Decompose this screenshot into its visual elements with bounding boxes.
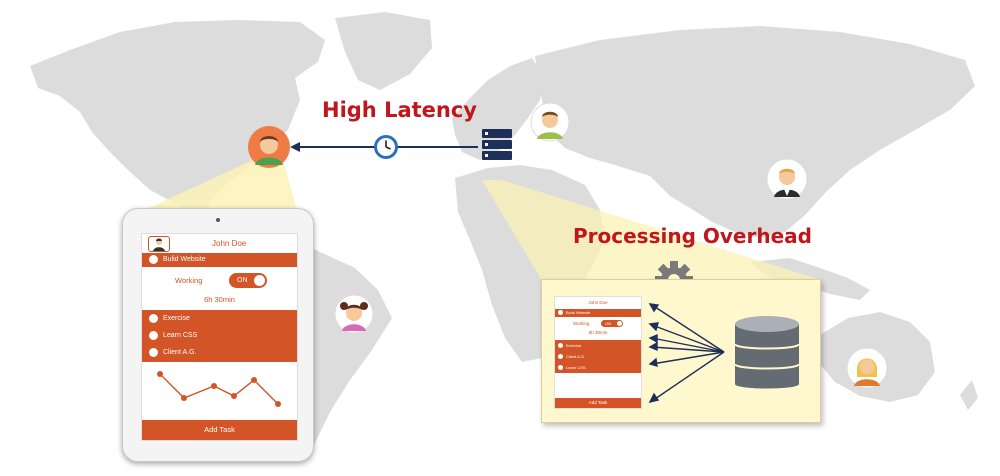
tablet-camera xyxy=(216,218,220,222)
duration-value: 6h 30min xyxy=(588,330,608,335)
user-name: John Doe xyxy=(588,300,608,305)
task-row[interactable]: Build Website xyxy=(555,309,641,317)
tablet-device: John Doe Bulid Website Working ON 6h 30m… xyxy=(122,208,314,462)
toggle-label: ON xyxy=(605,321,611,326)
task-label: Build Website xyxy=(566,310,591,315)
user-avatar xyxy=(148,236,170,252)
task-row[interactable]: Client A.G. xyxy=(142,344,297,361)
task-label: Learn CSS xyxy=(566,365,586,370)
task-row[interactable]: Client A.G. xyxy=(555,351,641,362)
working-label: Working xyxy=(573,321,590,326)
task-row[interactable]: Bulid Website xyxy=(142,253,297,267)
task-label: Client A.G. xyxy=(163,349,197,356)
task-label: Exercise xyxy=(163,315,190,322)
processing-panel: John Doe Build Website Working ON 6h 30m… xyxy=(541,279,821,423)
working-toggle[interactable]: ON xyxy=(229,273,267,288)
toggle-label: ON xyxy=(237,277,248,284)
avatar-icon xyxy=(530,102,570,142)
task-checkbox[interactable] xyxy=(558,310,563,316)
task-checkbox[interactable] xyxy=(149,347,158,357)
add-task-label: Add Task xyxy=(588,400,608,405)
task-row[interactable]: Exercise xyxy=(142,310,297,327)
database-icon xyxy=(734,316,800,389)
task-row[interactable]: Learn CSS xyxy=(555,362,641,373)
duration-value: 6h 30min xyxy=(204,295,235,304)
avatar-icon xyxy=(846,347,888,389)
task-label: Learn CSS xyxy=(163,332,198,339)
task-label: Bulid Website xyxy=(163,256,206,263)
user-name: John Doe xyxy=(212,239,247,248)
avatar-icon xyxy=(334,294,374,334)
task-checkbox[interactable] xyxy=(149,254,158,264)
request-arrows xyxy=(648,303,725,404)
task-row[interactable]: Learn CSS xyxy=(142,327,297,344)
task-checkbox[interactable] xyxy=(149,330,158,340)
clock-icon xyxy=(374,135,398,159)
task-label: Client A.G. xyxy=(566,354,586,359)
duration-row: 6h 30min xyxy=(142,293,297,307)
add-task-button[interactable]: Add Task xyxy=(555,398,641,408)
duration-row: 6h 30min xyxy=(555,329,641,337)
add-task-label: Add Task xyxy=(204,425,235,434)
add-task-button[interactable]: Add Task xyxy=(142,420,297,440)
sparkline-chart xyxy=(157,371,281,407)
task-label: Exercise xyxy=(566,343,582,348)
task-checkbox[interactable] xyxy=(558,365,563,371)
server-icon xyxy=(482,129,512,160)
user-icon xyxy=(153,238,165,251)
working-label: Working xyxy=(175,276,203,285)
app-header: John Doe xyxy=(142,234,297,253)
high-latency-label: High Latency xyxy=(322,98,477,122)
working-row: Working ON xyxy=(142,272,297,290)
task-checkbox[interactable] xyxy=(558,354,563,360)
tablet-screen: John Doe Bulid Website Working ON 6h 30m… xyxy=(141,233,298,441)
toggle-knob xyxy=(254,275,265,286)
avatar-icon xyxy=(766,158,808,200)
processing-overhead-label: Processing Overhead xyxy=(573,224,812,248)
task-list: Exercise Client A.G. Learn CSS xyxy=(555,340,641,373)
toggle-knob xyxy=(617,321,622,326)
task-list: Exercise Learn CSS Client A.G. xyxy=(142,310,297,362)
working-toggle[interactable]: ON xyxy=(601,320,623,327)
task-checkbox[interactable] xyxy=(149,313,158,323)
task-row[interactable]: Exercise xyxy=(555,340,641,351)
avatar-icon xyxy=(248,126,290,168)
working-row: Working ON xyxy=(555,319,641,328)
task-checkbox[interactable] xyxy=(558,343,563,349)
app-header: John Doe xyxy=(555,300,641,308)
panel-app-screen: John Doe Build Website Working ON 6h 30m… xyxy=(554,296,642,409)
